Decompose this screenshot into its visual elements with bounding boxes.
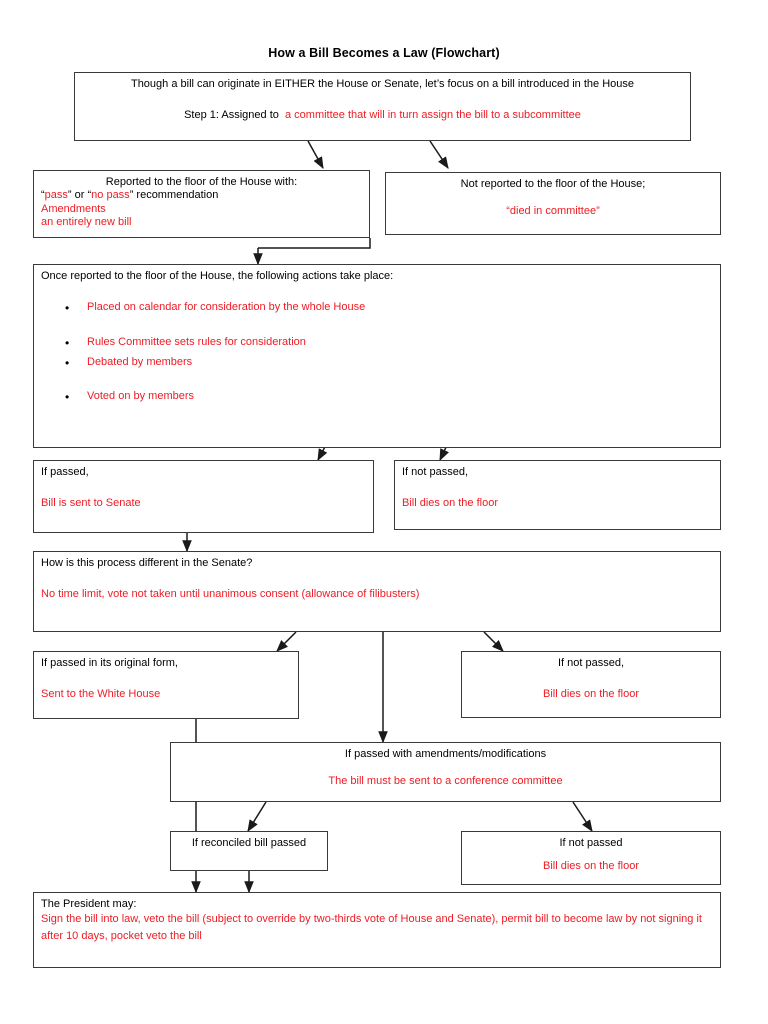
reconciled-passed-heading: If reconciled bill passed [191, 837, 307, 849]
floor-actions-heading: Once reported to the floor of the House,… [41, 270, 394, 282]
reported-item-new-bill: an entirely new bill [41, 216, 132, 229]
node-amendments: If passed with amendments/modifications … [170, 742, 721, 802]
reported-or: ” or “ [67, 189, 92, 202]
origin-line-2: Step 1: Assigned to a committee that wil… [82, 109, 683, 122]
origin-step-detail: a committee that will in turn assign the… [285, 109, 581, 122]
page-title: How a Bill Becomes a Law (Flowchart) [268, 46, 500, 60]
node-reconciled-not-passed: If not passed Bill dies on the floor [461, 831, 721, 885]
reconciled-not-passed-heading: If not passed [559, 837, 623, 849]
arrow-amendments-to-reconciled-not-passed [572, 801, 593, 833]
node-senate-not-passed: If not passed, Bill dies on the floor [461, 651, 721, 718]
not-reported-heading: Not reported to the floor of the House; [460, 178, 646, 190]
arrow-origin-to-not-reported [429, 140, 449, 169]
not-reported-died-in-committee: “died in committee” [506, 205, 600, 218]
list-item: Placed on calendar for consideration by … [65, 301, 713, 316]
arrow-senate-to-not-passed [483, 631, 504, 652]
floor-actions-bullet-list: Placed on calendar for consideration by … [41, 301, 713, 405]
reported-recommendation: “pass” or “no pass” recommendation [41, 189, 362, 202]
list-item: Debated by members [65, 356, 713, 371]
node-house-not-passed: If not passed, Bill dies on the floor [394, 460, 721, 530]
amendments-heading: If passed with amendments/modifications [344, 748, 547, 760]
reported-item-amendments: Amendments [41, 202, 106, 215]
arrow-origin-to-reported [307, 140, 324, 170]
reported-no-pass: no pass [91, 189, 130, 202]
senate-detail: No time limit, vote not taken until unan… [41, 588, 420, 601]
reported-pass: pass [44, 189, 68, 202]
origin-line-1: Though a bill can originate in EITHER th… [130, 78, 635, 90]
house-not-passed-heading: If not passed, [402, 466, 469, 478]
senate-original-result: Sent to the White House [41, 688, 161, 701]
house-passed-result: Bill is sent to Senate [41, 497, 141, 510]
node-senate-original-form: If passed in its original form, Sent to … [33, 651, 299, 719]
president-options: Sign the bill into law, veto the bill (s… [41, 913, 702, 943]
connector-reported-box-stub [258, 238, 371, 249]
list-item: Voted on by members [65, 390, 713, 405]
node-senate: How is this process different in the Sen… [33, 551, 721, 632]
senate-heading: How is this process different in the Sen… [41, 557, 253, 569]
quote-open: “ [41, 189, 45, 202]
node-reported-to-floor: Reported to the floor of the House with:… [33, 170, 370, 238]
president-heading: The President may: [41, 898, 137, 910]
house-not-passed-result: Bill dies on the floor [402, 497, 498, 510]
node-house-passed: If passed, Bill is sent to Senate [33, 460, 374, 533]
node-president: The President may: Sign the bill into la… [33, 892, 721, 968]
senate-not-passed-result: Bill dies on the floor [543, 688, 639, 701]
reported-heading: Reported to the floor of the House with: [105, 176, 298, 188]
arrow-amendments-to-reconciled-passed [247, 801, 267, 833]
arrow-senate-to-original-form [276, 631, 297, 652]
senate-original-heading: If passed in its original form, [41, 657, 178, 669]
reconciled-not-passed-result: Bill dies on the floor [543, 860, 639, 873]
node-origin: Though a bill can originate in EITHER th… [74, 72, 691, 141]
amendments-result: The bill must be sent to a conference co… [328, 775, 563, 788]
node-not-reported: Not reported to the floor of the House; … [385, 172, 721, 235]
origin-step-label: Step 1: Assigned to [184, 109, 279, 122]
reported-rec-tail: ” recommendation [129, 189, 219, 202]
senate-not-passed-heading: If not passed, [557, 657, 625, 669]
house-passed-heading: If passed, [41, 466, 89, 478]
list-item: Rules Committee sets rules for considera… [65, 336, 713, 351]
node-floor-actions: Once reported to the floor of the House,… [33, 264, 721, 448]
node-reconciled-passed: If reconciled bill passed [170, 831, 328, 871]
